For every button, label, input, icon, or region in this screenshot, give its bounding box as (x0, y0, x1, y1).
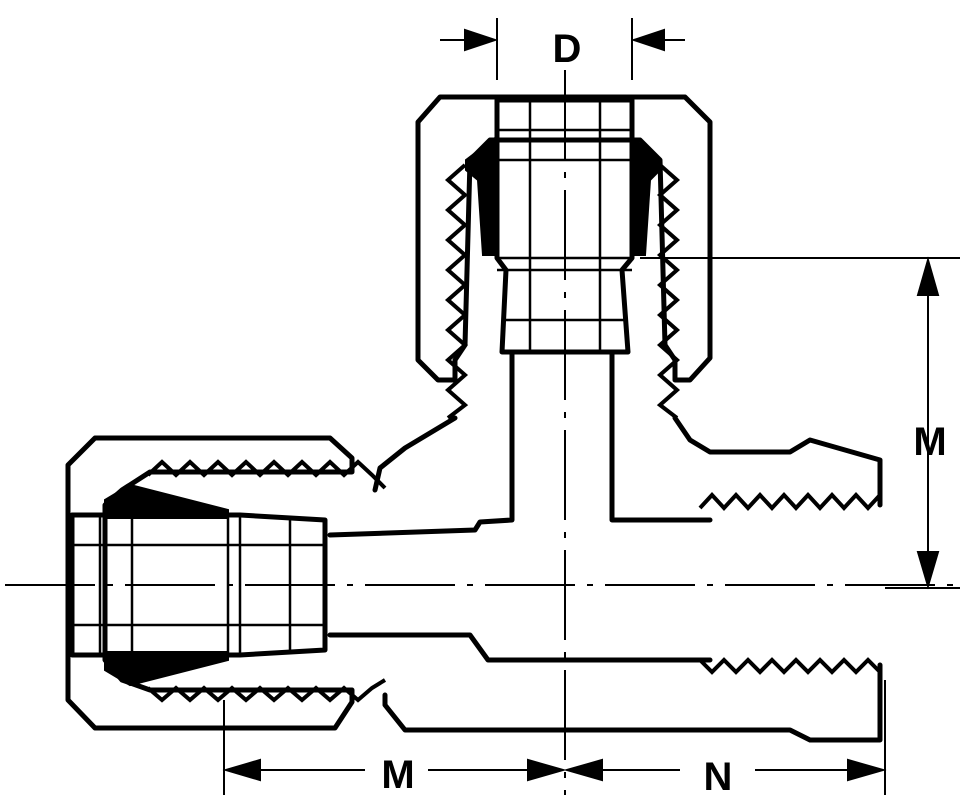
dimension-m-horizontal: M (222, 680, 886, 797)
tee-body (327, 349, 883, 743)
dimension-label-n: N (704, 755, 733, 799)
top-left-thread (444, 163, 469, 420)
dimension-n: N (563, 755, 887, 799)
left-lower-ferrule (104, 651, 229, 687)
dimension-d: D (440, 18, 685, 80)
dimension-label-m-bottom: M (381, 753, 414, 797)
left-lower-thread (146, 678, 387, 703)
dimension-label-m-right: M (913, 420, 946, 464)
left-upper-thread (146, 459, 387, 490)
top-right-ferrule (631, 135, 661, 256)
left-nut (65, 435, 355, 731)
top-nut (415, 94, 713, 383)
left-upper-ferrule (104, 483, 229, 519)
top-left-ferrule (465, 136, 499, 256)
top-right-thread (656, 163, 681, 420)
dimension-m-vertical: M (640, 256, 960, 590)
right-upper-thread (698, 492, 882, 511)
dimension-label-d: D (553, 27, 582, 71)
left-tube-insert (69, 512, 328, 658)
right-lower-thread (698, 657, 882, 675)
